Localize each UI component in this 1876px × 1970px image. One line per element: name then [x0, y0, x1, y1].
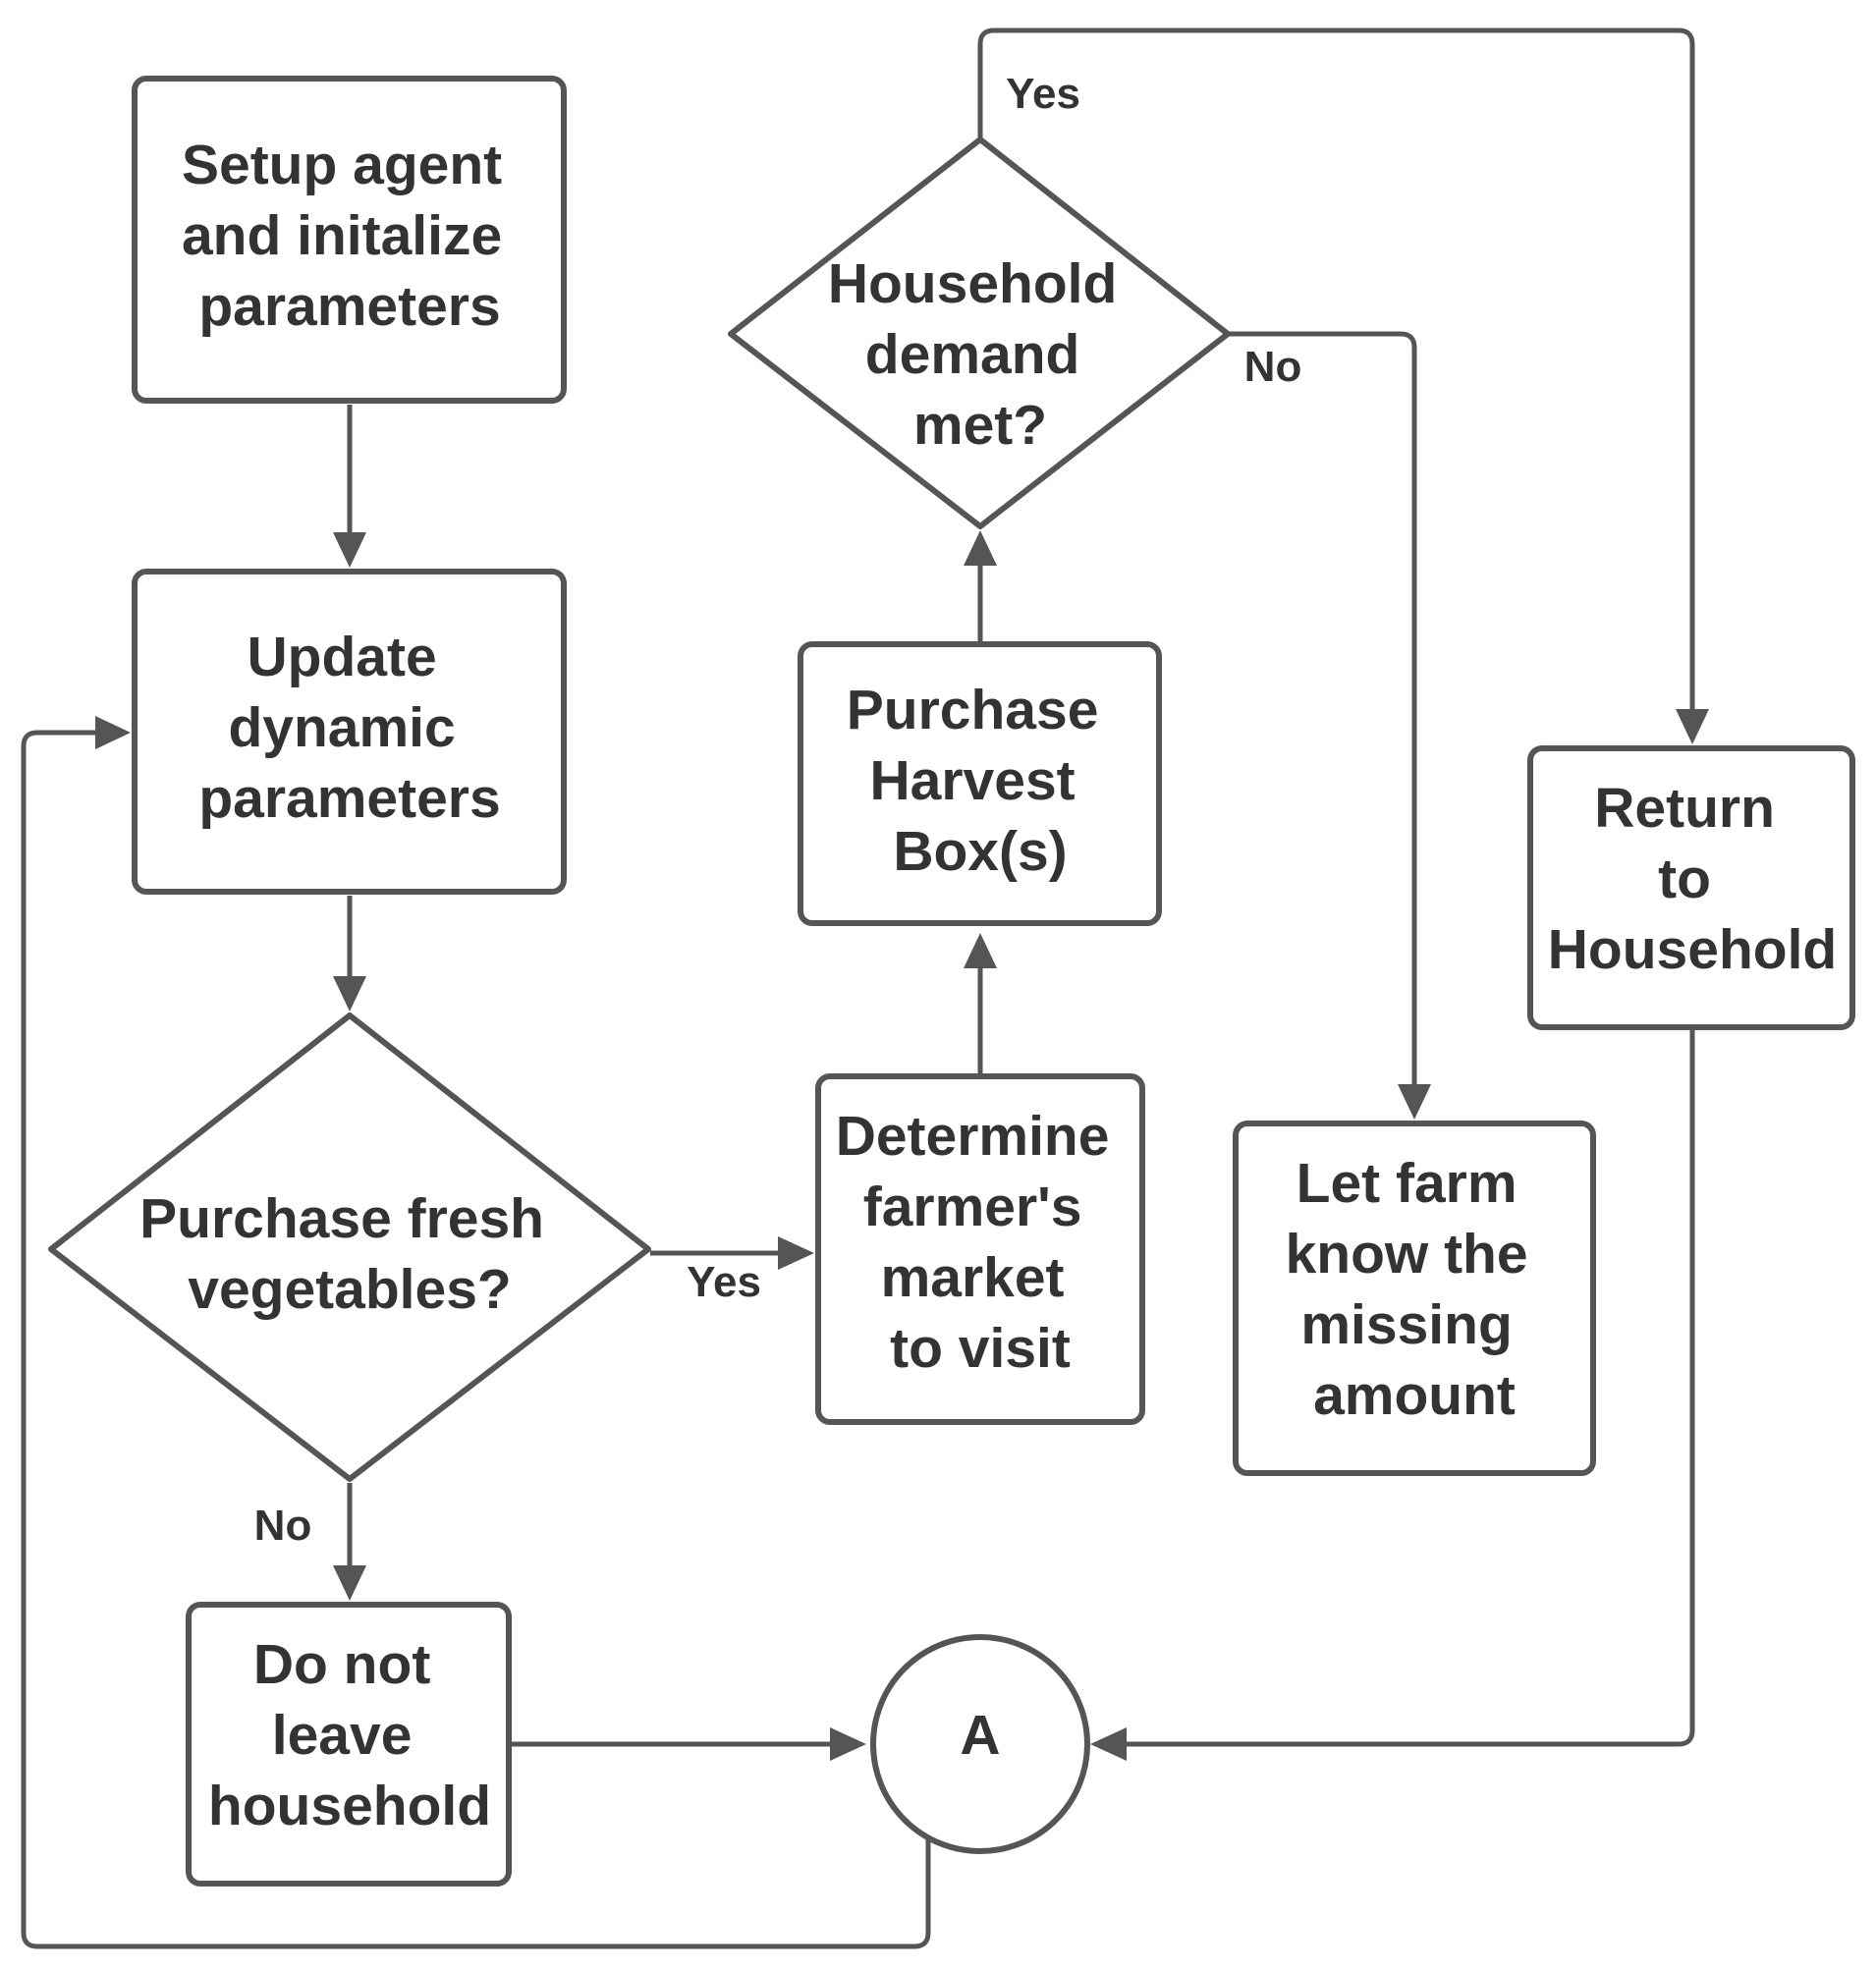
node-let-farm-know: Let farm know the missing amount: [1233, 1121, 1596, 1476]
arrowhead-purchase-no: [333, 1565, 366, 1601]
node-let-farm-line-2: know the: [1286, 1223, 1528, 1286]
node-determine-market-text: Determine farmer's market to visit: [836, 1105, 1126, 1380]
node-purchase-box-line-1: Purchase: [847, 679, 1099, 741]
decision-demand-line-2: demand: [865, 323, 1080, 386]
node-determine-market-line-2: farmer's: [863, 1176, 1082, 1238]
decision-purchase-line-1: Purchase fresh: [139, 1187, 544, 1250]
arrowhead-purchase-box-to-demand-decision: [964, 530, 997, 566]
node-return-line-2: to: [1658, 848, 1711, 910]
node-purchase-box-line-2: Harvest: [870, 749, 1076, 812]
node-update-parameters-text: Update dynamic parameters: [198, 626, 500, 830]
arrowhead-do-not-leave-to-connector: [830, 1727, 866, 1761]
edge-label-purchase-no: No: [254, 1502, 312, 1550]
connectors: [21, 27, 1709, 1949]
arrowhead-purchase-yes: [778, 1236, 814, 1270]
connector-a-label: A: [960, 1704, 1000, 1767]
decision-purchase-vegetables-text: Purchase fresh vegetables?: [139, 1187, 560, 1321]
edge-connector-loop-to-update: [21, 730, 931, 1949]
node-determine-market-line-1: Determine: [836, 1105, 1110, 1168]
node-setup-agent-line-2: and initalize: [182, 204, 502, 267]
node-do-not-leave-text: Do not leave household: [208, 1633, 491, 1837]
node-let-farm-line-3: missing: [1300, 1293, 1512, 1356]
edge-demand-yes: [977, 27, 1695, 727]
decision-household-demand-text: Household demand met?: [828, 252, 1132, 457]
node-determine-market: Determine farmer's market to visit: [815, 1073, 1145, 1425]
node-do-not-leave-line-1: Do not: [253, 1633, 430, 1696]
node-determine-market-line-4: to visit: [890, 1317, 1071, 1380]
decision-purchase-line-2: vegetables?: [188, 1258, 511, 1321]
node-setup-agent-line-3: parameters: [198, 275, 500, 338]
edge-return-to-connector: [1110, 1029, 1695, 1747]
decision-household-demand: Household demand met?: [728, 137, 1231, 529]
node-return-line-3: Household: [1548, 918, 1838, 981]
node-let-farm-line-4: amount: [1313, 1364, 1516, 1427]
node-determine-market-line-3: market: [881, 1246, 1065, 1309]
node-update-line-2: dynamic: [228, 696, 455, 759]
arrowhead-demand-no: [1398, 1084, 1431, 1120]
decision-purchase-vegetables: Purchase fresh vegetables?: [48, 1012, 651, 1482]
node-do-not-leave-line-3: household: [208, 1775, 491, 1837]
arrowhead-demand-yes: [1676, 709, 1709, 744]
edge-label-demand-no: No: [1244, 343, 1302, 391]
connector-a: A: [870, 1634, 1090, 1854]
edge-demand-no: [1228, 331, 1417, 1100]
node-purchase-box-line-3: Box(s): [893, 820, 1067, 883]
node-let-farm-know-text: Let farm know the missing amount: [1286, 1152, 1544, 1427]
decision-demand-line-1: Household: [828, 252, 1118, 315]
node-setup-agent-text: Setup agent and initalize parameters: [182, 134, 518, 338]
node-purchase-harvest-box-text: Purchase Harvest Box(s): [847, 679, 1114, 883]
node-let-farm-line-1: Let farm: [1297, 1152, 1517, 1215]
node-update-line-1: Update: [247, 626, 436, 688]
arrowhead-setup-to-update: [333, 532, 366, 568]
node-return-to-household-text: Return to Household: [1548, 777, 1838, 981]
arrowhead-update-to-purchase-decision: [333, 976, 366, 1012]
decision-demand-line-3: met?: [913, 394, 1047, 457]
edge-labels: Yes No Yes No: [254, 70, 1302, 1550]
edge-label-purchase-yes: Yes: [687, 1258, 761, 1306]
node-return-to-household: Return to Household: [1527, 745, 1855, 1030]
node-do-not-leave-line-2: leave: [272, 1704, 413, 1767]
node-update-line-3: parameters: [198, 767, 500, 830]
node-purchase-harvest-box: Purchase Harvest Box(s): [798, 641, 1162, 926]
node-update-parameters: Update dynamic parameters: [132, 569, 567, 895]
arrowhead-return-to-connector: [1090, 1727, 1127, 1761]
arrowhead-loop-to-update: [95, 716, 131, 749]
node-return-line-1: Return: [1594, 777, 1775, 840]
edge-label-demand-yes: Yes: [1006, 70, 1080, 118]
node-setup-agent-line-1: Setup agent: [182, 134, 502, 196]
arrowhead-determine-to-purchase-box: [964, 933, 997, 968]
node-do-not-leave-household: Do not leave household: [186, 1602, 512, 1887]
node-setup-agent: Setup agent and initalize parameters: [132, 76, 567, 404]
